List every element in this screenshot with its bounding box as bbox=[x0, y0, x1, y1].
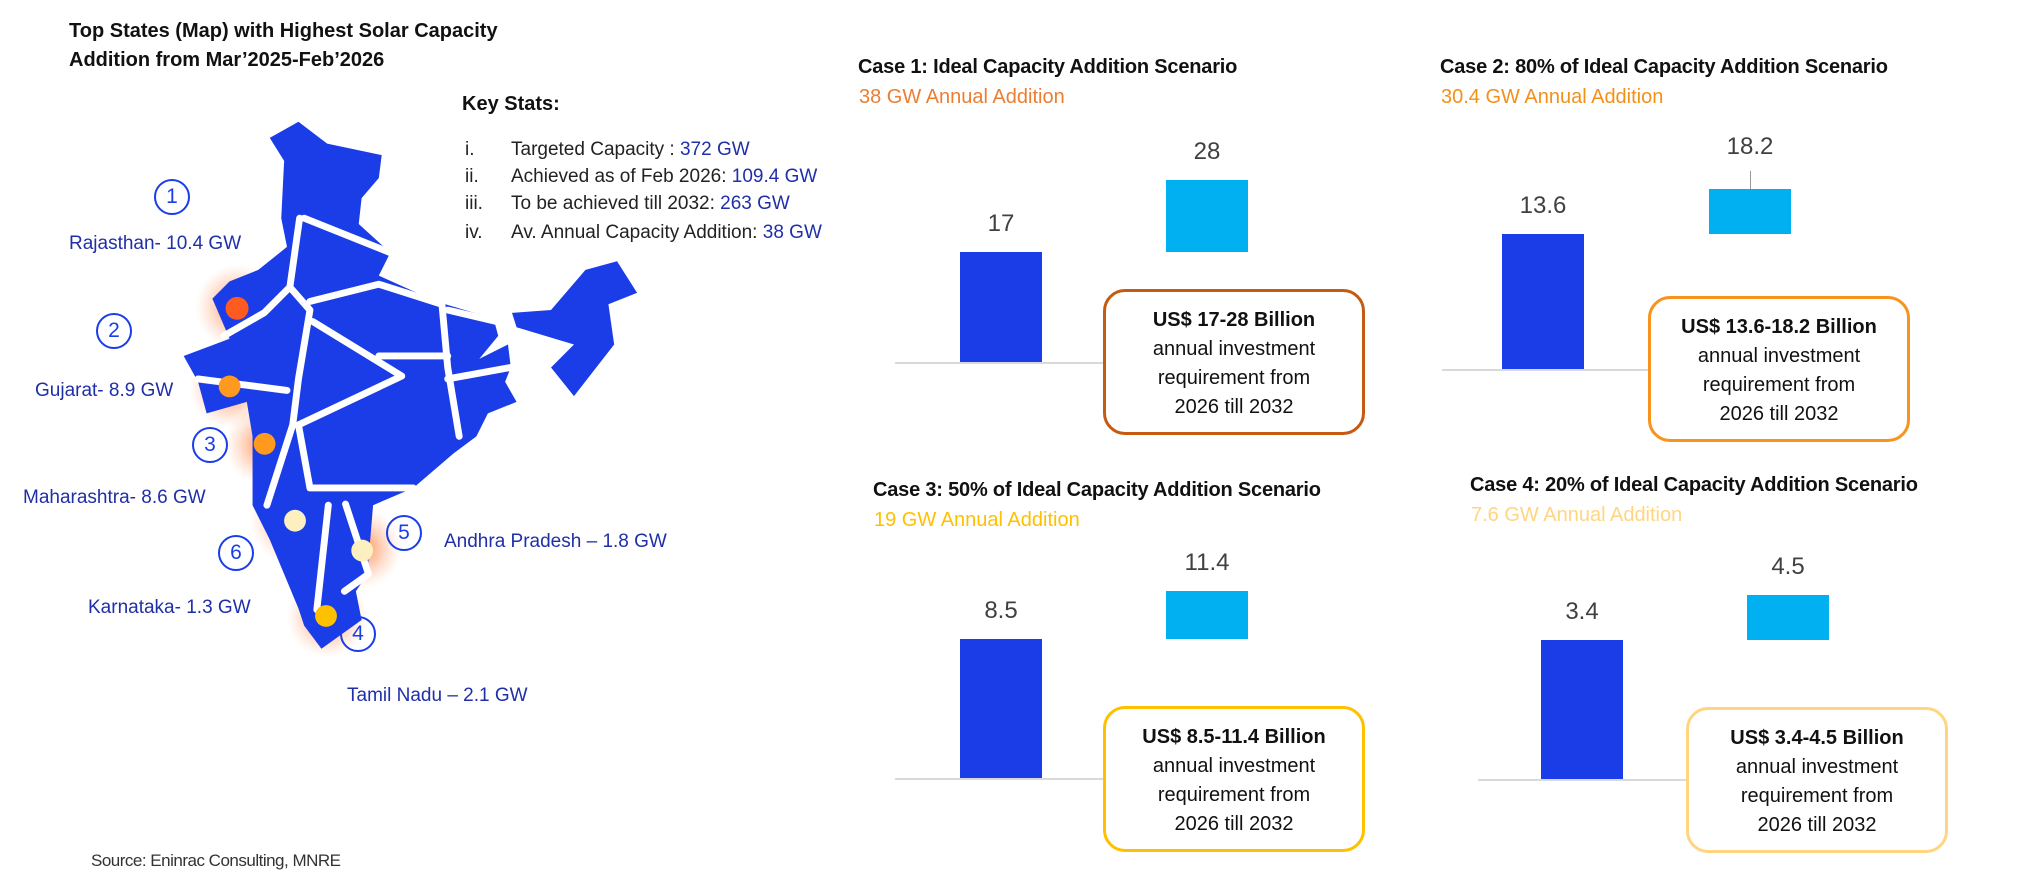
case-title: Case 1: Ideal Capacity Addition Scenario bbox=[858, 56, 1238, 78]
rank-badge-4: 4 bbox=[340, 616, 376, 652]
investment-callout: US$ 13.6-18.2 Billion annual investment re… bbox=[1648, 296, 1910, 442]
chart-baseline bbox=[895, 778, 1310, 780]
investment-text: annual investment bbox=[1152, 755, 1316, 777]
state-dots bbox=[218, 296, 374, 627]
case-title: Case 2: 80% of Ideal Capacity Addition S… bbox=[1440, 56, 1888, 78]
key-stat-value: 372 GW bbox=[679, 139, 750, 160]
key-stat-num: iii. bbox=[465, 193, 483, 214]
key-stat-num: i. bbox=[465, 139, 475, 160]
investment-callout: US$ 8.5-11.4 Billion annual investment req… bbox=[1103, 706, 1365, 852]
bar-high-estimate bbox=[1747, 594, 1829, 640]
investment-text: 2026 till 2032 bbox=[1174, 813, 1294, 835]
investment-text: 2026 till 2032 bbox=[1719, 403, 1839, 425]
case-subtitle: 7.6 GW Annual Addition bbox=[1471, 504, 1683, 526]
key-stat-label: Achieved as of Feb 2026: bbox=[511, 166, 732, 187]
india-northeast bbox=[511, 261, 638, 397]
state-label-maharashtra: Maharashtra- 8.6 GW bbox=[23, 487, 206, 508]
investment-headline: US$ 17-28 Billion bbox=[1152, 309, 1316, 331]
chart-baseline bbox=[895, 362, 1310, 364]
main-title-line-2: Addition from Mar’2025-Feb’2026 bbox=[69, 49, 385, 71]
source-note: Source: Eninrac Consulting, MNRE bbox=[91, 851, 341, 870]
bar-label-high: 28 bbox=[1193, 138, 1221, 165]
case-subtitle: 30.4 GW Annual Addition bbox=[1441, 86, 1664, 108]
investment-headline: US$ 8.5-11.4 Billion bbox=[1142, 726, 1326, 748]
main-title: Top States (Map) with Highest Solar Capa… bbox=[69, 17, 498, 75]
case-subtitle: 19 GW Annual Addition bbox=[874, 509, 1080, 531]
investment-text: requirement from bbox=[1740, 785, 1894, 807]
bar-low-estimate bbox=[960, 251, 1042, 362]
case-subtitle: 38 GW Annual Addition bbox=[859, 86, 1065, 108]
bar-high-estimate bbox=[1166, 180, 1248, 252]
india-mainland bbox=[183, 121, 517, 649]
state-label-tamil-nadu: Tamil Nadu – 2.1 GW bbox=[347, 685, 528, 706]
key-stat-label: Targeted Capacity : bbox=[511, 139, 680, 160]
bar-high-estimate bbox=[1166, 591, 1248, 639]
bar-label-high: 4.5 bbox=[1771, 552, 1805, 580]
dot-maharashtra bbox=[253, 432, 276, 455]
dot-rajasthan bbox=[225, 296, 249, 320]
case-title: Case 4: 20% of Ideal Capacity Addition S… bbox=[1470, 474, 1918, 496]
investment-text: annual investment bbox=[1152, 338, 1316, 360]
state-label-andhra-pradesh: Andhra Pradesh – 1.8 GW bbox=[444, 531, 667, 552]
investment-headline: US$ 13.6-18.2 Billion bbox=[1681, 316, 1877, 338]
bar-low-estimate bbox=[960, 638, 1042, 778]
label-leader-line bbox=[1750, 170, 1751, 189]
rank-badge-6: 6 bbox=[218, 535, 254, 571]
india-map bbox=[183, 121, 638, 658]
key-stat-label: Av. Annual Capacity Addition: bbox=[511, 222, 763, 243]
investment-text: requirement from bbox=[1157, 784, 1311, 806]
rank-badge-1: 1 bbox=[154, 179, 190, 215]
investment-text: annual investment bbox=[1735, 756, 1899, 778]
state-label-rajasthan: Rajasthan- 10.4 GW bbox=[69, 233, 242, 254]
investment-callout: US$ 3.4-4.5 Billion annual investment requ… bbox=[1686, 707, 1948, 853]
key-stats-heading: Key Stats: bbox=[462, 93, 560, 115]
key-stat-value: 263 GW bbox=[720, 193, 790, 214]
bar-label-low: 17 bbox=[987, 209, 1015, 237]
dot-gujarat bbox=[218, 375, 241, 398]
investment-text: 2026 till 2032 bbox=[1757, 814, 1877, 836]
state-borders bbox=[194, 214, 515, 614]
investment-callout: US$ 17-28 Billion annual investment requir… bbox=[1103, 289, 1365, 435]
dot-andhra-pradesh bbox=[351, 539, 374, 562]
investment-text: 2026 till 2032 bbox=[1174, 396, 1294, 418]
key-stat-value: 38 GW bbox=[762, 222, 822, 243]
investment-headline: US$ 3.4-4.5 Billion bbox=[1730, 727, 1904, 749]
investment-text: requirement from bbox=[1702, 374, 1856, 396]
investment-text: requirement from bbox=[1157, 367, 1311, 389]
chart-baseline bbox=[1478, 779, 1888, 781]
bar-high-estimate bbox=[1709, 188, 1791, 235]
rank-badge-2: 2 bbox=[96, 313, 132, 349]
key-stat-label: To be achieved till 2032: bbox=[511, 193, 721, 214]
main-title-line-1: Top States (Map) with Highest Solar Capa… bbox=[69, 20, 498, 42]
dot-karnataka bbox=[284, 509, 306, 532]
case-title: Case 3: 50% of Ideal Capacity Addition S… bbox=[873, 479, 1321, 501]
bar-low-estimate bbox=[1502, 234, 1584, 369]
bar-label-high: 18.2 bbox=[1726, 132, 1774, 160]
key-stat-num: iv. bbox=[465, 222, 483, 243]
key-stat-value: 109.4 GW bbox=[731, 166, 818, 187]
bar-label-high: 11.4 bbox=[1184, 549, 1230, 577]
rank-badge-5: 5 bbox=[386, 515, 422, 551]
investment-text: annual investment bbox=[1697, 345, 1861, 367]
chart-baseline bbox=[1442, 369, 1852, 371]
rank-badge-3: 3 bbox=[192, 427, 228, 463]
dot-tamil-nadu bbox=[315, 605, 337, 627]
state-label-karnataka: Karnataka- 1.3 GW bbox=[88, 597, 251, 618]
state-label-gujarat: Gujarat- 8.9 GW bbox=[35, 380, 174, 401]
key-stat-num: ii. bbox=[465, 166, 479, 187]
bar-low-estimate bbox=[1541, 639, 1623, 779]
bar-label-low: 3.4 bbox=[1565, 597, 1599, 625]
bar-label-low: 13.6 bbox=[1519, 192, 1567, 220]
bar-label-low: 8.5 bbox=[984, 596, 1018, 624]
